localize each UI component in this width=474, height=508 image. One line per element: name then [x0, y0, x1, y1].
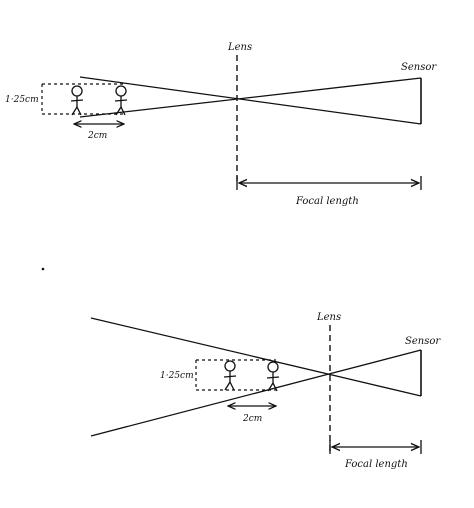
bottom-height-label: 1·25cm — [160, 371, 194, 381]
bottom-person-right — [266, 361, 280, 392]
bottom-focal-label: Focal length — [344, 459, 408, 470]
top-diagram: Lens Sensor 1·25cm 2cm — [5, 42, 437, 207]
bottom-width-label: 2cm — [242, 414, 262, 424]
bottom-lens-label: Lens — [316, 312, 341, 323]
top-width-label: 2cm — [87, 131, 107, 141]
bottom-person-left — [223, 360, 237, 391]
bottom-sensor-label: Sensor — [405, 336, 441, 347]
bottom-diagram: Lens Sensor 1·25cm 2cm — [90, 312, 441, 470]
top-sensor-label: Sensor — [401, 62, 437, 73]
top-height-label: 1·25cm — [5, 95, 39, 105]
top-ray-upper — [79, 76, 422, 125]
stray-dot — [41, 267, 45, 271]
top-person-left — [70, 85, 84, 116]
top-ray-lower — [79, 77, 422, 118]
bottom-ray-upper — [90, 317, 422, 397]
bottom-ray-lower — [90, 349, 422, 437]
top-lens-label: Lens — [227, 42, 252, 53]
top-person-right — [114, 85, 128, 116]
top-focal-label: Focal length — [295, 196, 359, 207]
